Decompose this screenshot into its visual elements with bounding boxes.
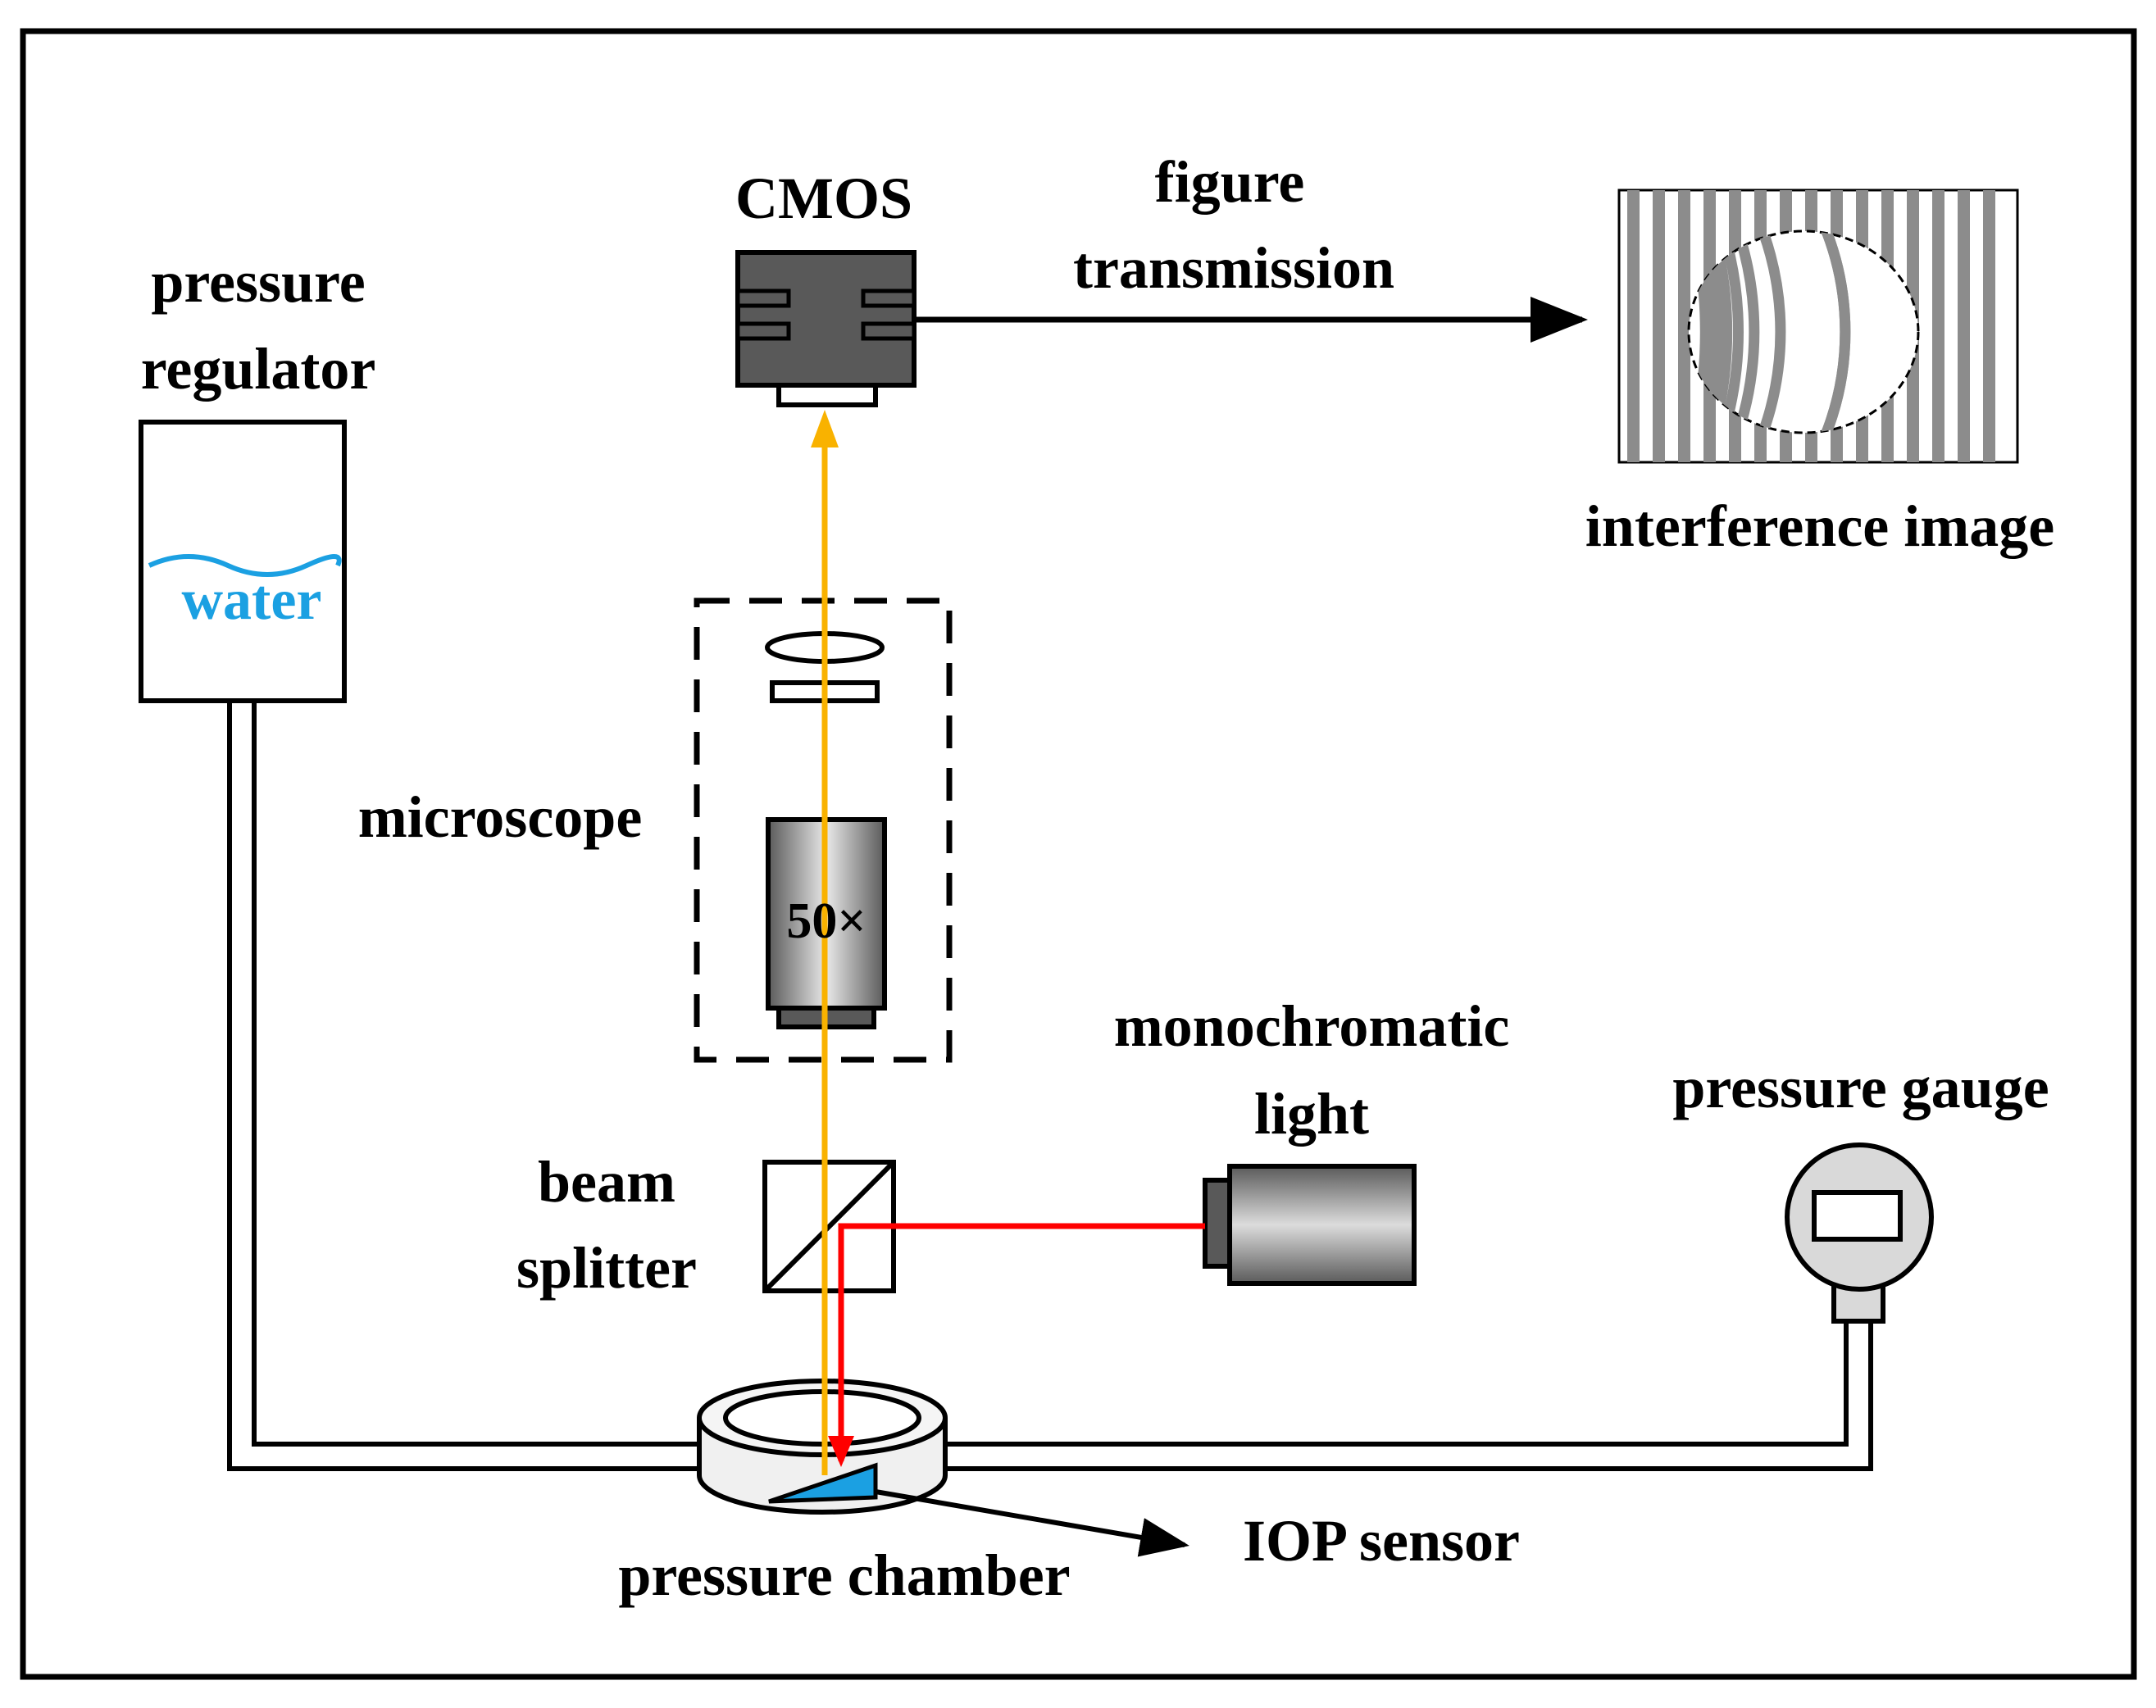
interference-image	[1617, 189, 2019, 464]
iop-sensor-arrow	[875, 1489, 1189, 1557]
fringe-stripe	[1678, 190, 1690, 462]
optical-path-arrowhead	[811, 410, 839, 447]
light-label: light	[1253, 1081, 1370, 1147]
magnification-label: 50×	[786, 893, 866, 949]
gauge-pipe-right	[947, 1320, 1873, 1471]
pressure-chamber-label: pressure chamber	[618, 1542, 1071, 1608]
curved-fringe	[1689, 231, 1711, 433]
microscope-label: microscope	[357, 784, 643, 850]
cmos-camera	[735, 250, 917, 407]
incident-light-arrowhead	[828, 1436, 854, 1467]
inner-fringe	[1713, 299, 1726, 365]
curved-fringe	[1689, 231, 1760, 433]
pressure-regulator-label-2: regulator	[140, 336, 376, 402]
incident-light-path	[838, 1223, 1205, 1461]
iop-sensor-shape	[768, 1462, 878, 1504]
water-pipe-left	[227, 701, 697, 1471]
cmos-label: CMOS	[735, 166, 912, 231]
fringe-stripe	[1932, 190, 1944, 462]
curved-fringe	[1689, 231, 1744, 433]
fringe-stripe	[1653, 190, 1665, 462]
water-label: water	[181, 569, 322, 632]
pressure-regulator-label-1: pressure	[151, 249, 366, 315]
interference-image-label: interference image	[1585, 493, 2055, 559]
monochromatic-label: monochromatic	[1113, 993, 1510, 1059]
splitter-label: splitter	[516, 1235, 697, 1301]
monochromatic-light	[1203, 1164, 1417, 1286]
curved-fringe	[1689, 231, 1786, 433]
fringe-stripe	[1958, 190, 1970, 462]
curved-fringe	[1689, 231, 1733, 433]
iop-sensor-label: IOP sensor	[1242, 1508, 1521, 1574]
outer-frame	[20, 28, 2137, 1680]
curved-fringe	[1689, 231, 1851, 433]
fringe-stripe	[1983, 190, 1995, 462]
figure-label: figure	[1154, 149, 1305, 215]
pressure-gauge-label: pressure gauge	[1672, 1055, 2049, 1120]
pressure-gauge	[1785, 1142, 1934, 1324]
fringe-stripe	[1627, 190, 1640, 462]
transmission-label: transmission	[1072, 235, 1395, 301]
water-wave-icon	[148, 554, 342, 577]
curved-fringe	[1689, 231, 1717, 433]
pressure-regulator	[139, 420, 347, 703]
beam-label: beam	[538, 1149, 675, 1215]
